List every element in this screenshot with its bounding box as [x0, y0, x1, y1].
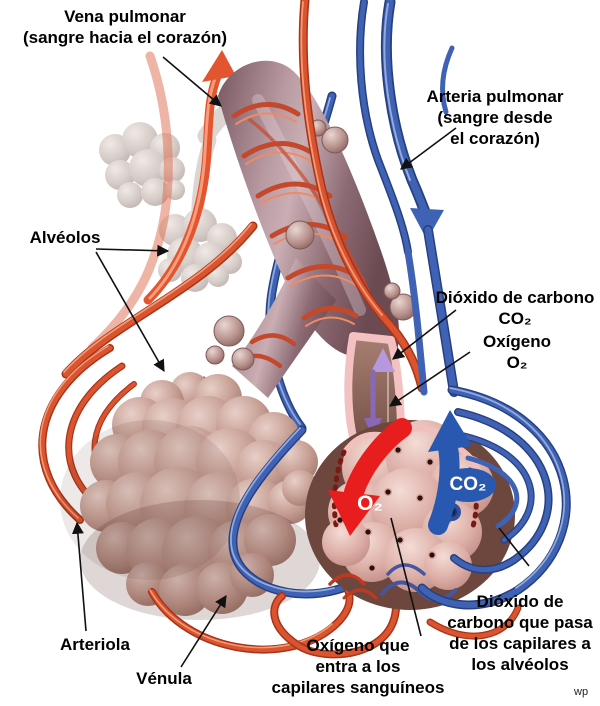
pale-vein-vessel: [87, 51, 173, 353]
label-dioxido-carbono: Dióxido de carbono CO₂: [435, 288, 595, 329]
label-oxigeno: Oxígeno O₂: [482, 332, 551, 373]
label-arteria-pulmonar: Arteria pulmonar (sangre desde el corazó…: [426, 87, 564, 149]
bronchiole-tube: [218, 60, 400, 398]
label-arteriola: Arteriola: [60, 635, 130, 654]
bronchiole-branch: [232, 258, 336, 398]
label-o2-arrow: O₂: [357, 492, 383, 515]
label-oxigeno-entra: Oxígeno que entra a los capilares sanguí…: [271, 636, 445, 698]
watermark: wp: [574, 686, 589, 698]
pulmonary-artery-arrow: [380, 0, 459, 397]
label-venula: Vénula: [136, 669, 192, 688]
co2-out-of-capillary-arrow: [428, 410, 496, 535]
label-co2-arrow: CO₂: [449, 474, 487, 495]
crossing-artery-vessel: [298, 0, 427, 393]
top-blue-vessels: [356, 0, 455, 396]
lower-red-vessels: [148, 526, 522, 659]
bronchiole-spheres: [205, 119, 417, 371]
label-vena-pulmonar: Vena pulmonar (sangre hacia el corazón): [22, 7, 228, 48]
co2-out-purple-arrow: [371, 348, 395, 428]
o2-into-capillary-arrow: [328, 418, 412, 536]
label-lines: [71, 56, 530, 668]
label-dioxido-pasa: Dióxido de carbono que pasa de los capil…: [447, 592, 593, 675]
blue-capillary-loops: [417, 385, 571, 610]
alveolar-sac: [305, 420, 515, 610]
label-alveolos: Alvéolos: [29, 228, 101, 247]
